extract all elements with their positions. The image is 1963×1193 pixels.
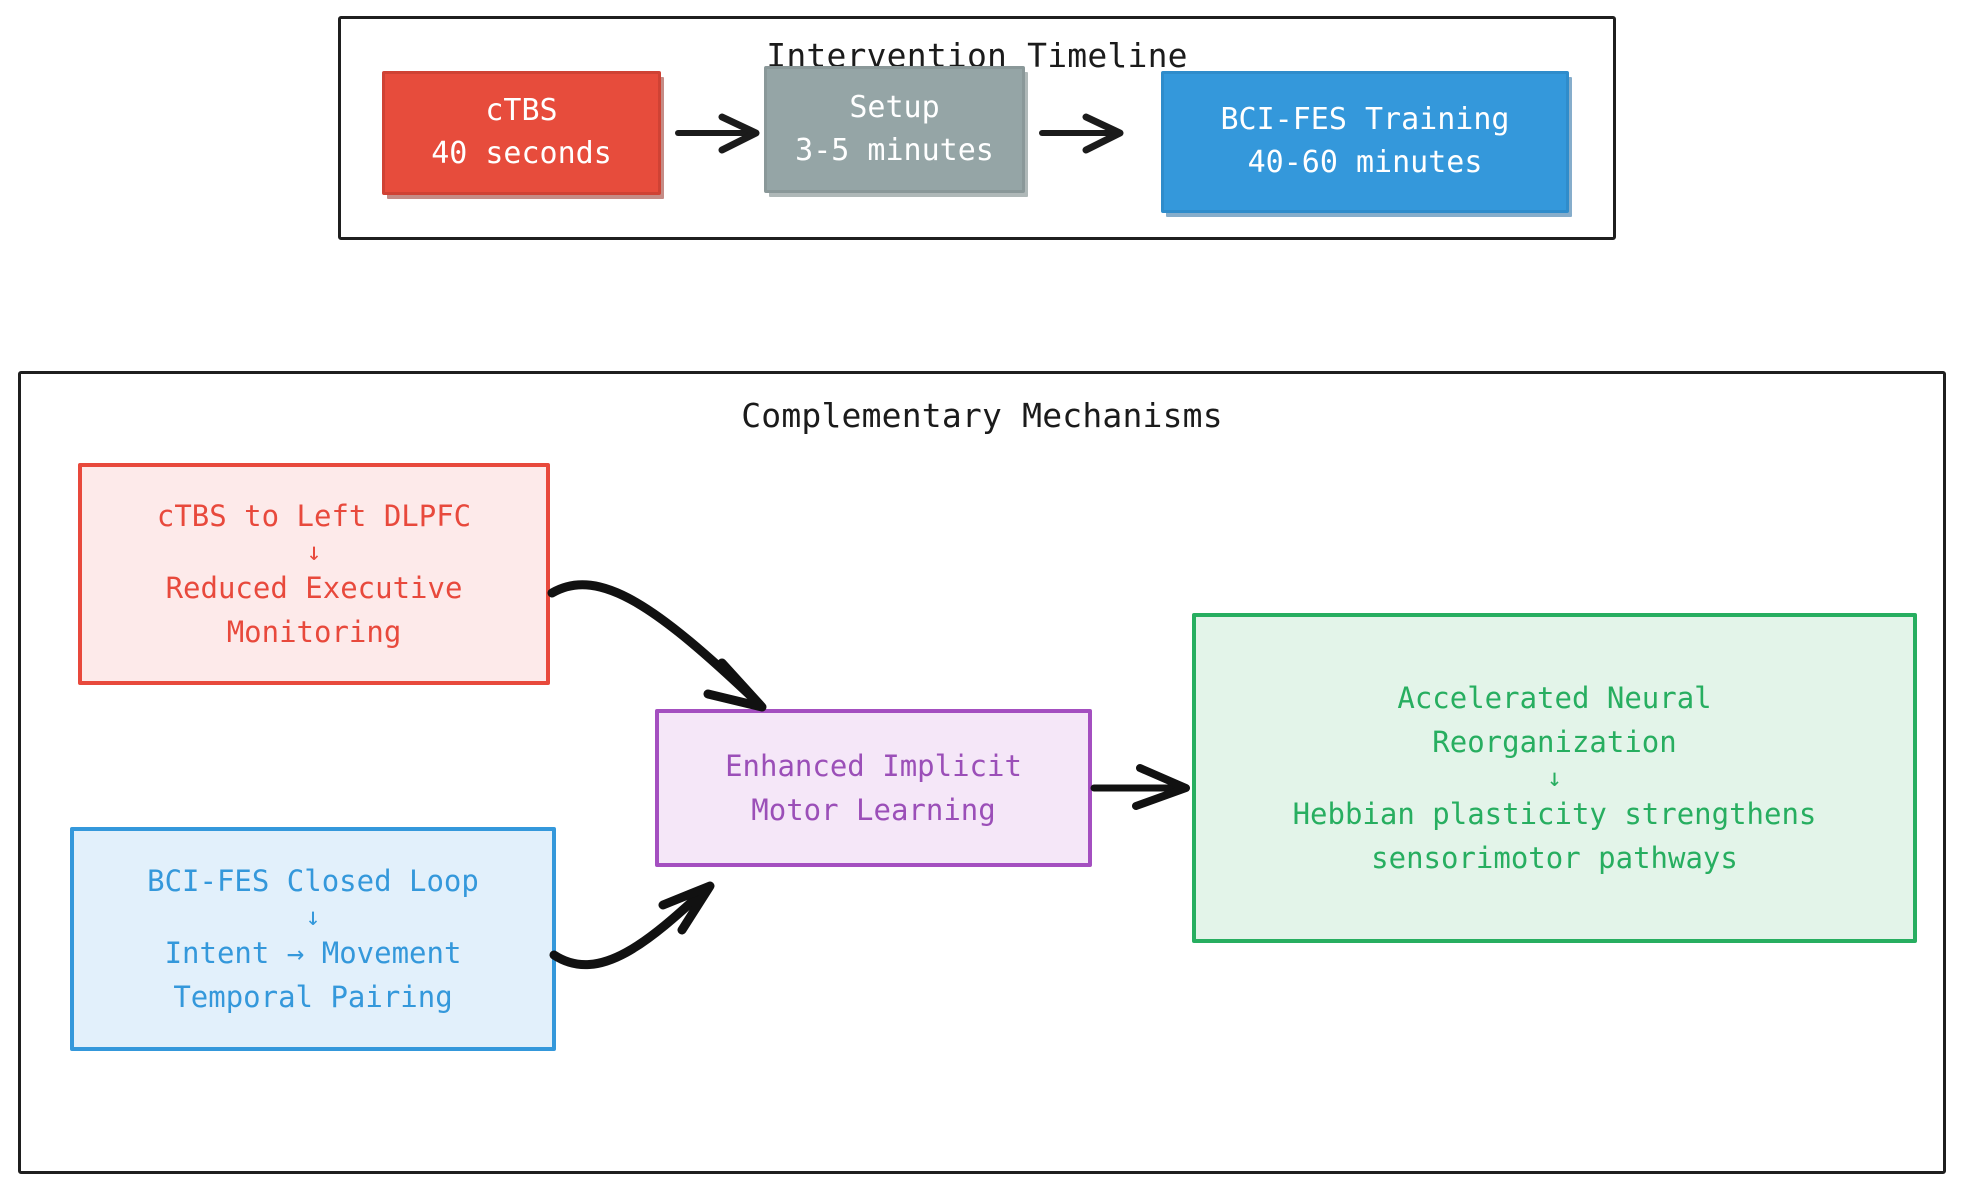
mechanism-bci-line1: BCI-FES Closed Loop xyxy=(147,864,479,899)
timeline-node-setup-line1: Setup xyxy=(849,89,940,125)
mechanism-neural-line1: Accelerated Neural xyxy=(1397,681,1712,716)
mechanism-ctbs-line3: Monitoring xyxy=(226,614,402,649)
down-arrow-icon: ↓ xyxy=(305,902,321,932)
timeline-node-setup[interactable]: Setup 3-5 minutes xyxy=(764,66,1025,193)
mechanism-node-enhanced-implicit-motor-learning[interactable]: Enhanced Implicit Motor Learning xyxy=(655,709,1092,867)
timeline-node-ctbs[interactable]: cTBS 40 seconds xyxy=(382,71,661,195)
mechanism-implicit-line1: Enhanced Implicit xyxy=(725,748,1022,783)
mechanism-node-ctbs-dlpfc[interactable]: cTBS to Left DLPFC ↓ Reduced Executive M… xyxy=(78,463,550,685)
mechanism-bci-line2: Intent → Movement xyxy=(164,935,462,970)
mechanism-neural-line2: Reorganization xyxy=(1432,725,1677,760)
timeline-node-setup-line2: 3-5 minutes xyxy=(795,132,994,168)
mechanism-implicit-line2: Motor Learning xyxy=(751,793,996,827)
panel-title-complementary-mechanisms: Complementary Mechanisms xyxy=(741,396,1223,435)
down-arrow-icon: ↓ xyxy=(306,537,322,567)
mechanism-node-bci-fes-closed-loop[interactable]: BCI-FES Closed Loop ↓ Intent → Movement … xyxy=(70,827,556,1051)
mechanism-ctbs-line1: cTBS to Left DLPFC xyxy=(156,499,472,534)
mechanism-bci-line3: Temporal Pairing xyxy=(173,979,453,1014)
mechanism-neural-line4: sensorimotor pathways xyxy=(1371,840,1738,875)
mechanism-ctbs-line2: Reduced Executive xyxy=(165,570,463,605)
timeline-node-bci-fes-line1: BCI-FES Training xyxy=(1220,102,1510,138)
timeline-node-ctbs-line2: 40 seconds xyxy=(431,136,612,171)
mechanism-neural-line3: Hebbian plasticity strengthens xyxy=(1292,796,1817,831)
mechanism-node-accelerated-neural-reorganization[interactable]: Accelerated Neural Reorganization ↓ Hebb… xyxy=(1192,613,1917,943)
timeline-node-bci-fes-training[interactable]: BCI-FES Training 40-60 minutes xyxy=(1161,71,1569,213)
down-arrow-icon: ↓ xyxy=(1546,763,1562,793)
timeline-node-ctbs-line1: cTBS xyxy=(485,93,558,129)
timeline-node-bci-fes-line2: 40-60 minutes xyxy=(1247,145,1483,180)
